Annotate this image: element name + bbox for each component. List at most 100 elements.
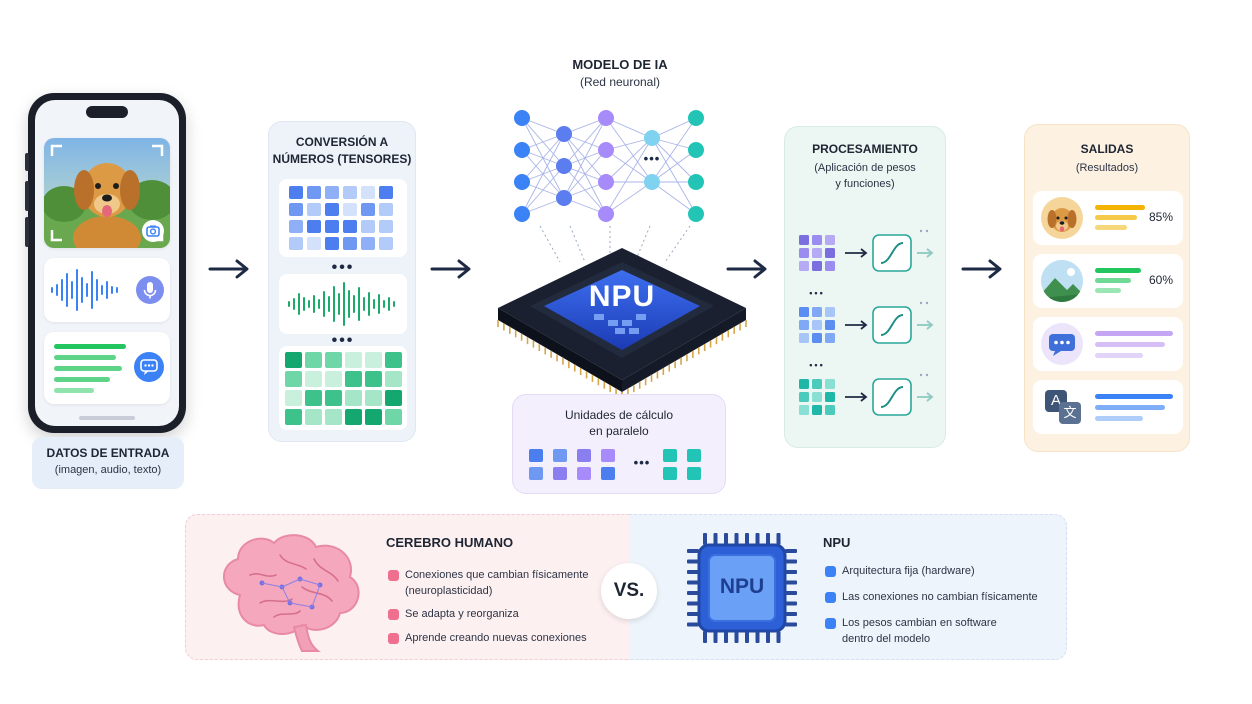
arrow-head <box>860 392 868 402</box>
chip-core <box>708 554 776 622</box>
nn-node <box>514 206 530 222</box>
nn-edge <box>563 117 607 167</box>
tensor-cell <box>385 371 402 387</box>
output-percent: 60% <box>1148 273 1173 287</box>
output-percent: 85% <box>1148 210 1173 224</box>
activation-function-rows <box>799 229 934 416</box>
brain-item: Se adapta y reorganiza <box>405 608 519 620</box>
camera-icon[interactable] <box>142 220 164 242</box>
compute-unit <box>529 467 543 480</box>
output-translation[interactable]: A 文 <box>1033 380 1183 434</box>
nn-node <box>688 110 704 126</box>
waveform-icon <box>288 282 395 326</box>
brain-item: Conexiones que cambian físicamente <box>405 569 589 581</box>
npu-item: Arquitectura fija (hardware) <box>842 565 975 577</box>
text-line <box>54 366 122 371</box>
nn-edge <box>605 137 653 215</box>
parallel-units-panel: Unidades de cálculo en paralelo ••• <box>512 394 726 494</box>
npu-item: Las conexiones no cambian físicamente <box>842 591 1038 603</box>
weight-cell <box>825 248 835 258</box>
chip-pin <box>713 631 718 643</box>
arrow-right-icon <box>726 259 767 279</box>
conversion-title-1: CONVERSIÓN A <box>295 135 389 149</box>
chip-pin <box>755 533 760 545</box>
weight-cell <box>825 235 835 245</box>
dot <box>919 301 923 305</box>
chip-pin <box>703 631 707 643</box>
chip-pin <box>734 533 739 545</box>
nn-edge <box>563 149 607 199</box>
arrow-right-icon <box>208 259 249 279</box>
weight-cell <box>812 248 822 258</box>
confidence-bar <box>1095 215 1137 220</box>
conversion-title-2: NÚMEROS (TENSORES) <box>272 152 412 166</box>
chip-pin <box>687 622 699 627</box>
brain-icon <box>223 534 360 652</box>
nn-node <box>556 158 572 174</box>
nn-edge <box>651 137 697 183</box>
tensor-cell <box>345 409 362 425</box>
weight-cell <box>825 379 835 389</box>
nn-edge <box>651 117 697 183</box>
output-landscape[interactable]: 60% <box>1033 254 1183 308</box>
confidence-bar <box>1095 278 1131 283</box>
phone-screen <box>35 100 179 426</box>
weight-cell <box>799 333 809 343</box>
nn-node <box>644 130 660 146</box>
model-subtitle: (Red neuronal) <box>579 75 661 89</box>
input-subtitle: (imagen, audio, texto) <box>54 464 162 476</box>
tensor-cell <box>285 371 302 387</box>
tensor-cell <box>343 237 357 250</box>
chip-pin <box>745 631 749 643</box>
nn-edge <box>651 149 697 183</box>
npu-item: Los pesos cambian en software <box>842 617 997 629</box>
arrow-right-icon <box>961 259 1002 279</box>
tensor-cell <box>305 371 322 387</box>
phone-notch <box>86 106 128 118</box>
text-line <box>54 377 110 382</box>
weight-cell <box>812 379 822 389</box>
text-line <box>1095 353 1143 358</box>
nn-edge <box>605 117 653 139</box>
arrow-right-icon <box>430 259 471 279</box>
output-chat[interactable] <box>1033 317 1183 371</box>
nn-node <box>598 142 614 158</box>
input-title: DATOS DE ENTRADA <box>46 446 170 460</box>
sigmoid-curve-icon <box>880 314 904 336</box>
input-caption: DATOS DE ENTRADA (imagen, audio, texto) <box>32 437 184 489</box>
check-icon <box>388 609 399 620</box>
sigmoid-curve-icon <box>880 242 904 264</box>
nn-node <box>514 110 530 126</box>
nn-edge <box>651 117 697 139</box>
confidence-bar <box>1095 268 1141 273</box>
compute-unit <box>663 467 677 480</box>
tensor-cell <box>379 186 393 199</box>
tensor-cell <box>285 390 302 406</box>
neural-network-diagram <box>514 110 704 222</box>
nn-edge <box>651 137 697 215</box>
arrow-head <box>926 320 934 330</box>
weight-cell <box>812 307 822 317</box>
nn-node <box>514 142 530 158</box>
compute-unit <box>601 449 615 462</box>
nn-node <box>556 126 572 142</box>
audio-waveform-icon <box>51 269 118 311</box>
confidence-bar <box>1095 288 1121 293</box>
chat-icon[interactable] <box>134 352 164 382</box>
output-dog[interactable]: 85% <box>1033 191 1183 245</box>
tensor-cell <box>325 220 339 233</box>
microphone-icon[interactable] <box>136 276 164 304</box>
processing-panel: PROCESAMIENTO (Aplicación de pesos y fun… <box>784 126 946 448</box>
chip-pin <box>687 580 699 585</box>
vs-badge: VS. <box>601 563 657 619</box>
chip-pin <box>785 591 797 595</box>
processing-title: PROCESAMIENTO <box>812 142 918 156</box>
check-icon <box>825 592 836 603</box>
dot <box>925 301 929 305</box>
chinese-glyph: 文 <box>1059 402 1081 424</box>
tensor-cell <box>305 390 322 406</box>
arrow-head <box>860 248 868 258</box>
chip-pin <box>785 622 797 627</box>
text-line <box>1095 405 1165 410</box>
chip-pin <box>776 533 781 545</box>
